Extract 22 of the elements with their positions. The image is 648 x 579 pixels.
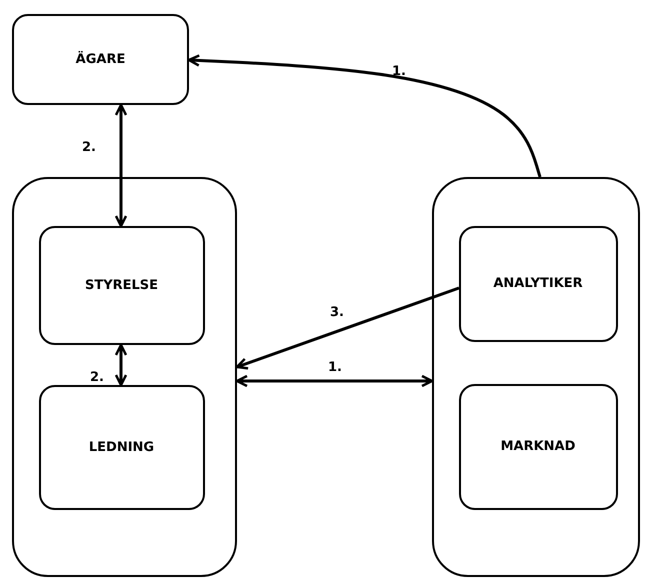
node-label: MARKNAD [500, 439, 576, 454]
arrow [114, 104, 128, 228]
edge-label: 3. [330, 305, 344, 321]
arrow [114, 344, 128, 386]
node-label: ÄGARE [76, 52, 126, 67]
arrow [236, 286, 460, 370]
process-box [458, 384, 618, 510]
process-box [12, 14, 189, 105]
edge-label: 1. [392, 64, 406, 80]
process-box [458, 226, 618, 342]
arrow [236, 374, 434, 388]
edge-label: 1. [328, 360, 342, 376]
edge-label: 2. [90, 370, 104, 386]
process-box [38, 226, 204, 344]
process-box [38, 384, 204, 510]
group-container [432, 177, 640, 577]
node-label: ANALYTIKER [493, 276, 583, 291]
node-label: STYRELSE [84, 278, 158, 292]
arrow [188, 54, 542, 178]
node-label: LEDNING [88, 440, 154, 454]
group-container [12, 177, 237, 577]
edge-label: 2. [82, 140, 96, 156]
